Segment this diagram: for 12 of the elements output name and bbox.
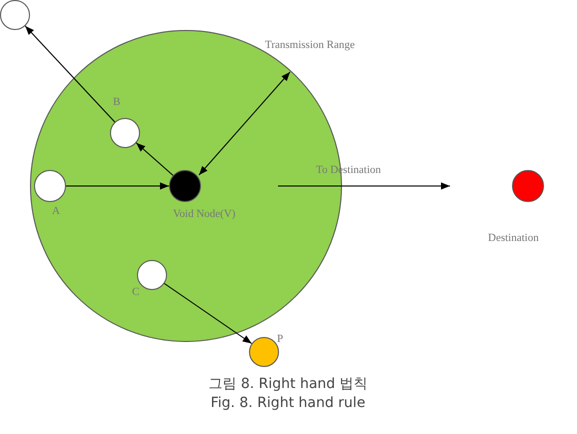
- arrow: [136, 142, 174, 176]
- range-label: Transmission Range: [265, 39, 355, 51]
- node-label: Void Node(V): [173, 208, 236, 220]
- node-label: A: [52, 205, 60, 217]
- node-label: Destination: [488, 232, 539, 244]
- node-label: P: [277, 333, 284, 345]
- arrow: [66, 182, 170, 190]
- figure-caption: 그림 8. Right hand 법칙 Fig. 8. Right hand rule: [207, 375, 369, 413]
- node-label: C: [132, 286, 140, 298]
- arrow: [164, 283, 252, 344]
- node-label: B: [113, 96, 120, 108]
- arrow: [24, 25, 116, 123]
